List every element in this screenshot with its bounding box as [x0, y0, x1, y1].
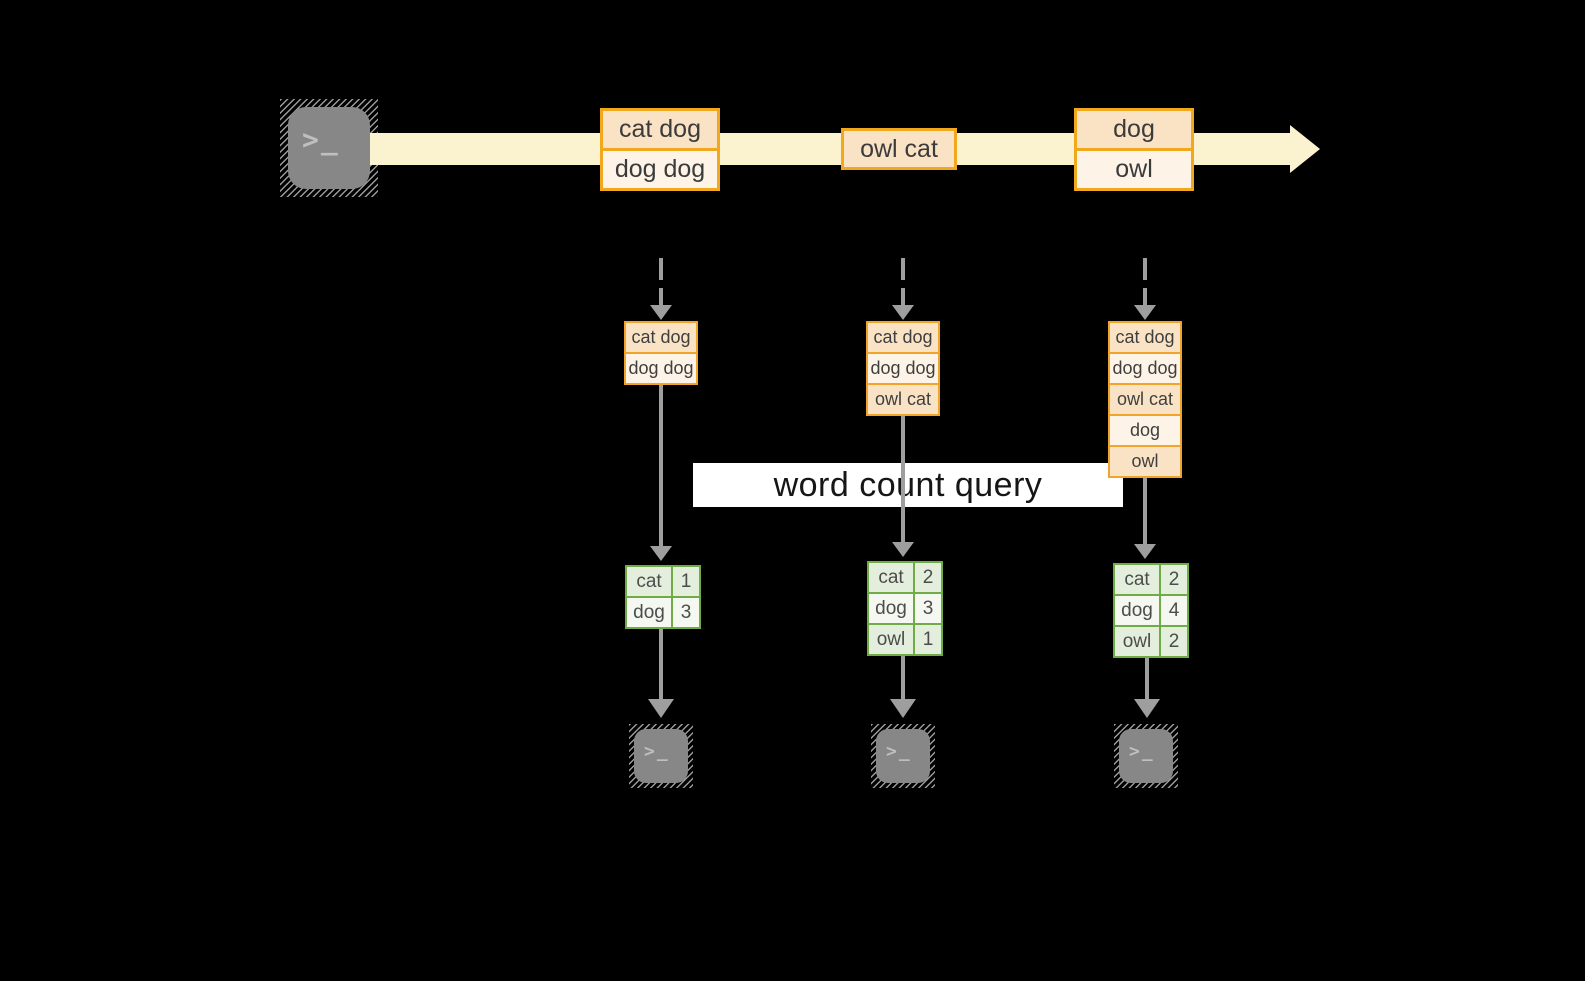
- table-row: owl 1: [869, 623, 941, 654]
- snapshot-box-1: cat dog dog dog: [624, 321, 698, 385]
- result-table-2: cat 2 dog 3 owl 1: [867, 561, 943, 656]
- snapshot-box-3: cat dog dog dog owl cat dog owl: [1108, 321, 1182, 478]
- terminal-prompt-glyph: >_: [886, 741, 912, 762]
- dashed-arrow-segment: [901, 288, 905, 306]
- down-arrowhead-icon: [892, 542, 914, 557]
- event-record: owl cat: [844, 131, 954, 167]
- connector-line: [1143, 478, 1147, 545]
- word-cell: dog: [1115, 596, 1159, 625]
- table-row: dog 3: [627, 596, 699, 627]
- table-row: owl 2: [1115, 625, 1187, 656]
- query-banner-label: word count query: [773, 465, 1043, 504]
- table-row: cat 1: [627, 567, 699, 596]
- connector-line: [659, 629, 663, 700]
- sink-terminal-icon-3: >_: [1114, 724, 1178, 788]
- stream-timeline-arrowhead-icon: [1290, 125, 1320, 173]
- connector-line: [901, 656, 905, 700]
- table-row: cat 2: [869, 563, 941, 592]
- event-record: cat dog: [603, 111, 717, 148]
- table-row: cat 2: [1115, 565, 1187, 594]
- terminal-icon: >_: [288, 107, 370, 189]
- terminal-prompt-glyph: >_: [1129, 741, 1155, 762]
- table-row: dog 3: [869, 592, 941, 623]
- snapshot-record: cat dog: [1110, 323, 1180, 352]
- count-cell: 3: [671, 598, 699, 627]
- sink-terminal-icon-1: >_: [629, 724, 693, 788]
- source-terminal-icon: >_: [280, 99, 378, 197]
- snapshot-box-2: cat dog dog dog owl cat: [866, 321, 940, 416]
- snapshot-record: owl cat: [868, 383, 938, 414]
- word-cell: owl: [1115, 627, 1159, 656]
- down-arrowhead-icon: [1134, 305, 1156, 320]
- event-record: dog dog: [603, 148, 717, 188]
- terminal-icon: >_: [1119, 729, 1173, 783]
- dashed-arrow-segment: [901, 258, 905, 280]
- stream-event-box-1: cat dog dog dog: [600, 108, 720, 191]
- snapshot-record: dog dog: [1110, 352, 1180, 383]
- word-cell: dog: [627, 598, 671, 627]
- word-cell: dog: [869, 594, 913, 623]
- snapshot-record: owl: [1110, 445, 1180, 476]
- query-banner: word count query: [693, 463, 1123, 507]
- connector-line: [659, 385, 663, 547]
- word-cell: cat: [869, 563, 913, 592]
- word-cell: cat: [627, 567, 671, 596]
- dashed-arrow-segment: [659, 288, 663, 306]
- snapshot-record: owl cat: [1110, 383, 1180, 414]
- table-row: dog 4: [1115, 594, 1187, 625]
- result-table-3: cat 2 dog 4 owl 2: [1113, 563, 1189, 658]
- down-arrowhead-icon: [650, 546, 672, 561]
- count-cell: 2: [913, 563, 941, 592]
- down-arrowhead-icon: [650, 305, 672, 320]
- count-cell: 4: [1159, 596, 1187, 625]
- down-arrowhead-icon: [1134, 699, 1160, 718]
- connector-line: [1145, 658, 1149, 700]
- count-cell: 3: [913, 594, 941, 623]
- down-arrowhead-icon: [1134, 544, 1156, 559]
- word-cell: cat: [1115, 565, 1159, 594]
- dashed-arrow-segment: [659, 258, 663, 280]
- word-cell: owl: [869, 625, 913, 654]
- snapshot-record: dog: [1110, 414, 1180, 445]
- dashed-arrow-segment: [1143, 288, 1147, 306]
- event-record: dog: [1077, 111, 1191, 148]
- result-table-1: cat 1 dog 3: [625, 565, 701, 629]
- stream-event-box-2: owl cat: [841, 128, 957, 170]
- connector-line: [901, 416, 905, 543]
- down-arrowhead-icon: [648, 699, 674, 718]
- dashed-arrow-segment: [1143, 258, 1147, 280]
- snapshot-record: dog dog: [626, 352, 696, 383]
- down-arrowhead-icon: [892, 305, 914, 320]
- terminal-prompt-glyph: >_: [302, 123, 340, 156]
- event-record: owl: [1077, 148, 1191, 188]
- snapshot-record: cat dog: [626, 323, 696, 352]
- count-cell: 2: [1159, 565, 1187, 594]
- stream-event-box-3: dog owl: [1074, 108, 1194, 191]
- down-arrowhead-icon: [890, 699, 916, 718]
- terminal-icon: >_: [634, 729, 688, 783]
- sink-terminal-icon-2: >_: [871, 724, 935, 788]
- snapshot-record: cat dog: [868, 323, 938, 352]
- terminal-icon: >_: [876, 729, 930, 783]
- count-cell: 2: [1159, 627, 1187, 656]
- snapshot-record: dog dog: [868, 352, 938, 383]
- count-cell: 1: [913, 625, 941, 654]
- terminal-prompt-glyph: >_: [644, 741, 670, 762]
- count-cell: 1: [671, 567, 699, 596]
